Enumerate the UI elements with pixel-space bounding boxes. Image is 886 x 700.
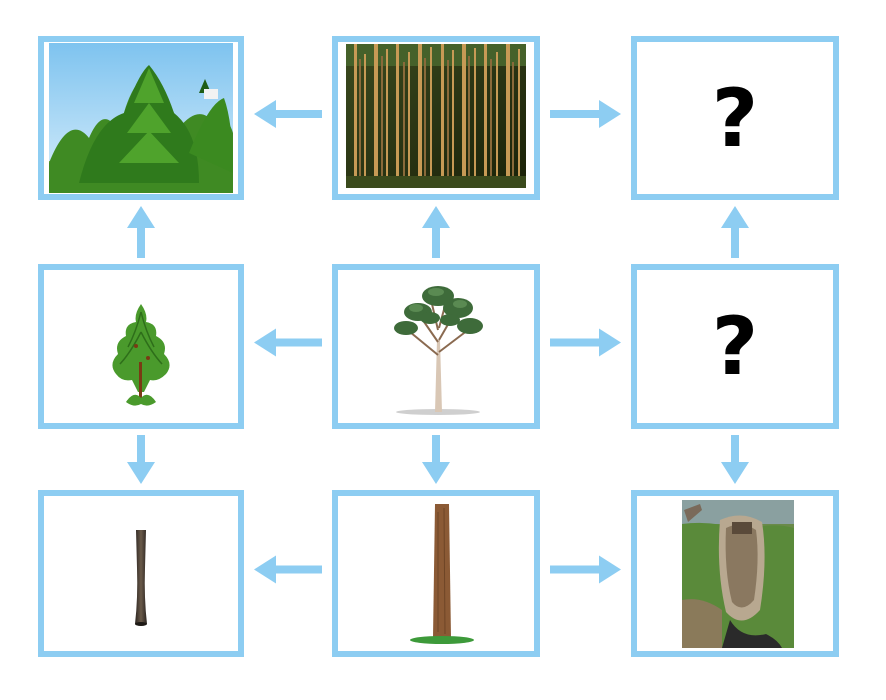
arrow-head-r2c2-to-r1c2: [422, 206, 450, 228]
pine-forest-photo: [346, 44, 526, 188]
pine-trunk-illustration-card: [332, 490, 540, 657]
arrow-head-r2c2-to-r2c1: [254, 328, 276, 357]
arrow-head-r2c2-to-r2c3: [599, 328, 621, 357]
pine-trunk-illustration: [410, 504, 474, 644]
pine-forest-photo-card: [332, 36, 540, 200]
arrow-head-r2c1-to-r1c1: [127, 206, 155, 228]
arrow-head-r3c2-to-r3c3: [599, 555, 621, 584]
young-pine-illustration: [112, 304, 170, 406]
pine-tree-illustration: [394, 286, 483, 415]
young-pine-illustration-card: [38, 264, 244, 429]
dugout-canoe-photo-card: [631, 490, 839, 657]
dugout-canoe-photo: [682, 500, 794, 648]
arrow-head-r2c3-to-r1c3: [721, 206, 749, 228]
pine-tree-illustration-card: [332, 264, 540, 429]
pine-log-photo: [135, 530, 147, 626]
arrow-head-r2c3-to-r3c3: [721, 462, 749, 484]
unknown-result-card-middle: ?: [631, 264, 839, 429]
arrow-head-r1c2-to-r1c1: [254, 100, 276, 128]
young-pine-trees-photo: [49, 43, 233, 193]
question-mark: ?: [711, 300, 759, 393]
arrow-head-r1c2-to-r1c3: [599, 100, 621, 128]
young-pine-trees-photo-card: [38, 36, 244, 200]
arrow-head-r2c1-to-r3c1: [127, 462, 155, 484]
arrow-head-r3c2-to-r3c1: [254, 555, 276, 584]
arrow-head-r2c2-to-r3c2: [422, 462, 450, 484]
question-mark: ?: [711, 71, 759, 165]
pine-log-photo-card: [38, 490, 244, 657]
unknown-result-card-top: ?: [631, 36, 839, 200]
